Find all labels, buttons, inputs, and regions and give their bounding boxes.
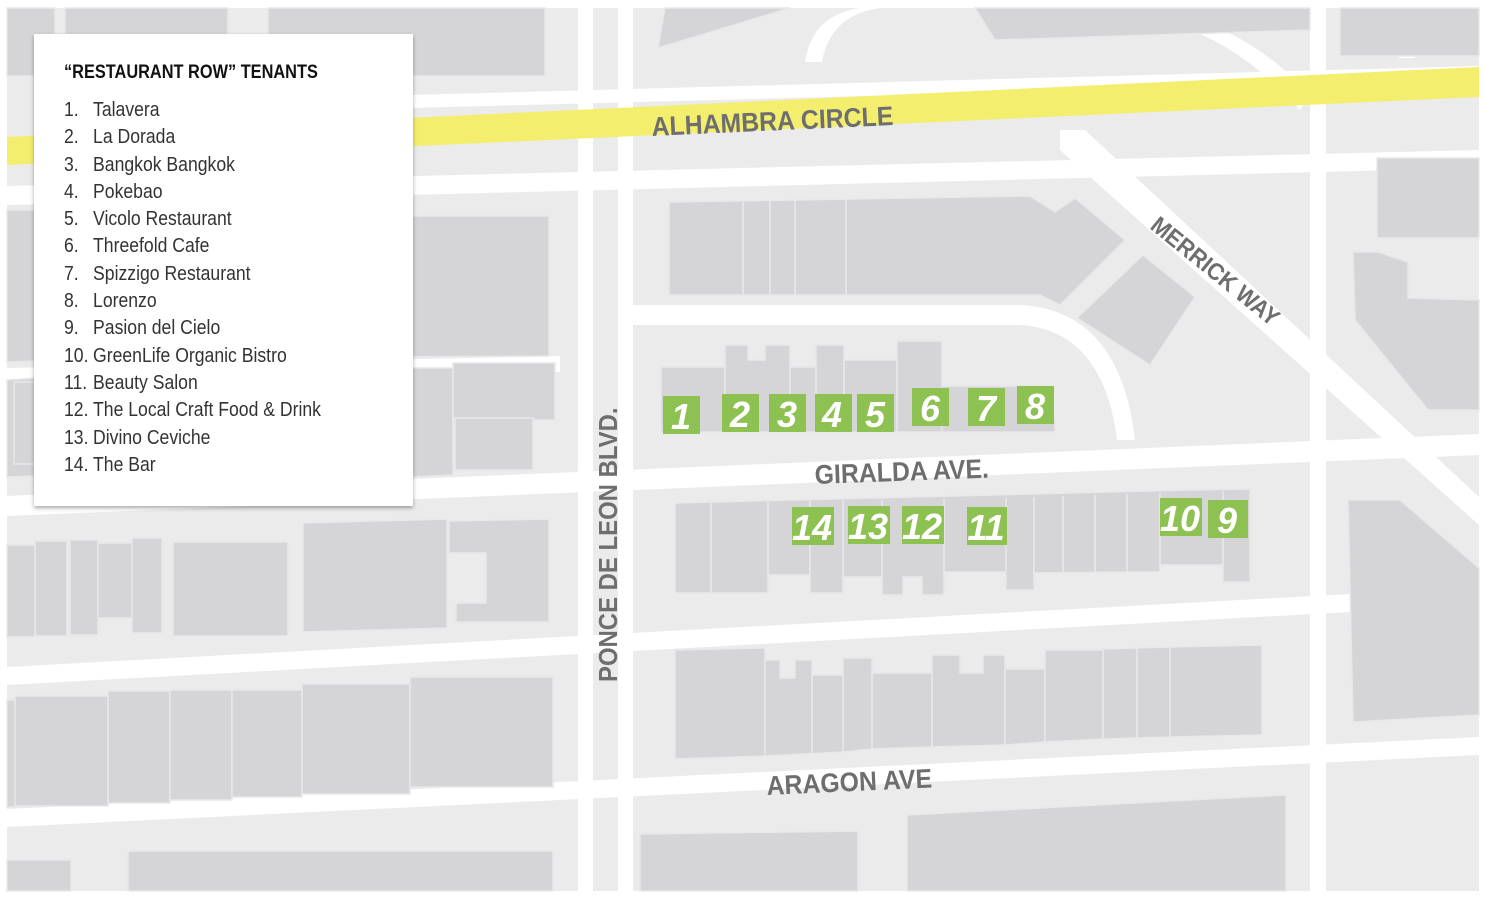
legend-item-number: 4.	[64, 180, 79, 203]
legend-item-number: 6.	[64, 235, 79, 258]
restaurant-marker-8[interactable]: 8	[1017, 386, 1054, 427]
legend-item: 8. Lorenzo	[64, 288, 371, 315]
legend-item-number: 5.	[64, 208, 79, 231]
street-label-giralda-ave: GIRALDA AVE.	[814, 455, 989, 491]
legend-item-name: Beauty Salon	[93, 371, 198, 394]
marker-number: 6	[920, 388, 941, 429]
legend-item-number: 9.	[64, 317, 79, 340]
legend-item: 13.Divino Ceviche	[64, 425, 371, 452]
marker-number: 2	[729, 394, 750, 435]
legend-item: 3. Bangkok Bangkok	[64, 152, 371, 179]
restaurant-marker-5[interactable]: 5	[857, 394, 894, 435]
legend-item: 1. Talavera	[64, 97, 371, 124]
restaurant-marker-7[interactable]: 7	[968, 388, 1005, 429]
legend-item-name: GreenLife Organic Bistro	[93, 344, 287, 367]
restaurant-marker-12[interactable]: 12	[902, 506, 944, 547]
tenants-legend: “RESTAURANT ROW” TENANTS 1. Talavera 2. La…	[34, 34, 413, 506]
legend-item-name: Lorenzo	[93, 290, 157, 313]
legend-item-number: 14.	[64, 453, 89, 476]
legend-title: “RESTAURANT ROW” TENANTS	[64, 62, 318, 83]
marker-number: 14	[792, 507, 832, 548]
legend-item: 10.GreenLife Organic Bistro	[64, 343, 371, 370]
marker-number: 5	[865, 394, 886, 435]
legend-item: 4. Pokebao	[64, 179, 371, 206]
legend-item: 11.Beauty Salon	[64, 370, 371, 397]
marker-number: 3	[777, 394, 797, 435]
legend-item-number: 3.	[64, 153, 79, 176]
legend-item-number: 11.	[64, 371, 88, 394]
legend-item-number: 13.	[64, 426, 89, 449]
legend-item-name: Threefold Cafe	[93, 235, 210, 258]
marker-number: 7	[976, 388, 998, 429]
restaurant-marker-10[interactable]: 10	[1160, 498, 1202, 539]
legend-item: 9. Pasion del Cielo	[64, 315, 371, 342]
legend-item-name: Divino Ceviche	[93, 426, 211, 449]
marker-number: 12	[902, 506, 942, 547]
legend-item: 6. Threefold Cafe	[64, 233, 371, 260]
restaurant-marker-1[interactable]: 1	[663, 396, 700, 437]
marker-number: 4	[821, 394, 842, 435]
marker-number: 11	[967, 507, 1004, 548]
legend-item-name: Vicolo Restaurant	[93, 208, 232, 231]
legend-item: 2. La Dorada	[64, 124, 371, 151]
street-network	[7, 8, 1479, 891]
legend-item: 14.The Bar	[64, 452, 371, 479]
legend-item: 7. Spizzigo Restaurant	[64, 261, 371, 288]
marker-number: 13	[848, 506, 888, 547]
marker-number: 10	[1160, 498, 1200, 539]
legend-item-name: La Dorada	[93, 126, 176, 149]
legend-item: 5. Vicolo Restaurant	[64, 206, 371, 233]
restaurant-marker-3[interactable]: 3	[769, 394, 806, 435]
restaurant-marker-11[interactable]: 11	[967, 507, 1007, 548]
legend-item-number: 10.	[64, 344, 89, 367]
tenants-list: 1. Talavera 2. La Dorada 3. Bangkok Bangkok…	[64, 97, 413, 479]
legend-item-number: 7.	[64, 262, 79, 285]
restaurant-marker-9[interactable]: 9	[1208, 500, 1248, 541]
restaurant-markers: 1 2 3 4 5 6 7 8	[663, 386, 1248, 548]
legend-item-name: Bangkok Bangkok	[93, 153, 235, 176]
legend-item-name: Pasion del Cielo	[93, 317, 221, 340]
legend-item: 12.The Local Craft Food & Drink	[64, 397, 371, 424]
legend-item-name: Spizzigo Restaurant	[93, 262, 251, 285]
legend-item-number: 1.	[64, 99, 79, 121]
legend-item-number: 12.	[64, 399, 89, 422]
restaurant-marker-13[interactable]: 13	[848, 506, 890, 547]
marker-number: 1	[671, 396, 691, 437]
legend-item-number: 8.	[64, 290, 79, 313]
restaurant-marker-14[interactable]: 14	[792, 507, 834, 548]
restaurant-marker-6[interactable]: 6	[912, 388, 949, 429]
marker-number: 9	[1217, 500, 1237, 541]
legend-item-name: Pokebao	[93, 180, 163, 203]
legend-item-name: Talavera	[93, 99, 160, 121]
legend-item-number: 2.	[64, 126, 79, 149]
restaurant-marker-4[interactable]: 4	[815, 394, 852, 435]
legend-item-name: The Local Craft Food & Drink	[93, 399, 321, 422]
legend-item-name: The Bar	[93, 453, 156, 476]
restaurant-marker-2[interactable]: 2	[722, 394, 759, 435]
marker-number: 8	[1025, 386, 1045, 427]
street-label-ponce-de-leon: PONCE DE LEON BLVD.	[594, 407, 623, 682]
